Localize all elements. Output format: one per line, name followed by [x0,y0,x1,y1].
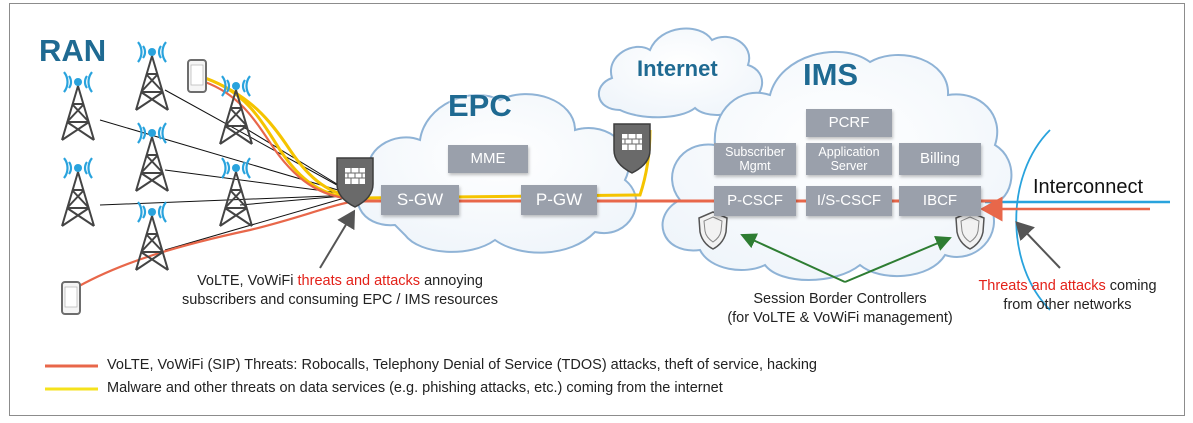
legend-item-threat: VoLTE, VoWiFi (SIP) Threats: Robocalls, … [107,357,817,373]
mme-node: MME [448,145,528,173]
internet-cloud [597,27,764,119]
cell-tower-icon [219,157,253,227]
malware-path [204,76,652,200]
pointer-arrow-left [319,209,356,269]
cell-tower-icon [61,71,95,141]
threat-path-upper [204,80,361,202]
ran-backhaul-lines [99,89,356,251]
left-caption-line2: subscribers and consuming EPC / IMS reso… [182,292,498,308]
sbc-caption: Session Border Controllers (for VoLTE & … [690,290,990,328]
right-caption: Threats and attacks coming from other ne… [960,277,1175,315]
firewall-shield-icon [336,157,374,208]
pgw-node: P-GW [521,185,597,215]
pointer-arrow-right [1015,221,1061,269]
ibcf-label: IBCF [922,192,958,209]
cell-tower-icon [219,75,253,145]
subscriber-mgmt-line1: Subscriber [725,145,785,159]
cell-tower-icon [135,41,169,111]
ran-label: RAN [39,33,107,68]
epc-label: EPC [448,88,512,123]
mobile-phone-icon [187,59,207,93]
iscscf-label: I/S-CSCF [816,192,882,209]
application-server-line2: Server [830,159,868,173]
interconnect-boundary [1015,129,1051,311]
subscriber-mgmt-node: Subscriber Mgmt [714,143,796,175]
pcrf-label: PCRF [828,114,870,131]
sbc-caption-line2: (for VoLTE & VoWiFi management) [727,310,953,326]
cell-tower-icon [135,201,169,271]
left-caption-post: annoying [420,273,483,289]
ibcf-node: IBCF [899,186,981,216]
pgw-label: P-GW [535,190,583,209]
threat-path-lower [71,198,361,291]
pcscf-node: P-CSCF [714,186,796,216]
sbc-shield-icon [955,211,985,250]
sgw-label: S-GW [396,190,444,209]
billing-label: Billing [919,150,961,167]
mme-label: MME [470,150,506,167]
sbc-shield-icon [698,211,728,250]
sbc-arrow-pcscf [740,233,846,283]
billing-node: Billing [899,143,981,175]
diagram-frame [9,3,1185,416]
left-caption-highlight: threats and attacks [297,273,421,289]
pcscf-label: P-CSCF [727,192,783,209]
sbc-caption-line1: Session Border Controllers [753,291,927,307]
iscscf-node: I/S-CSCF [806,186,892,216]
cell-towers [61,41,253,271]
ims-label: IMS [803,57,859,92]
application-server-node: Application Server [806,143,892,175]
application-server-line1: Application [818,145,880,159]
cell-tower-icon [61,157,95,227]
sgw-node: S-GW [381,185,459,215]
internet-label: Internet [637,56,718,81]
sbc-arrow-ibcf [844,236,952,283]
firewall-shield-icon [613,123,651,174]
right-caption-highlight: Threats and attacks [978,278,1106,294]
left-caption: VoLTE, VoWiFi threats and attacks annoyi… [150,272,530,310]
cell-tower-icon [135,122,169,192]
right-caption-post: coming [1105,278,1157,294]
right-caption-line2: from other networks [1003,297,1132,313]
subscriber-mgmt-line2: Mgmt [739,159,771,173]
legend-item-malware: Malware and other threats on data servic… [107,380,723,396]
left-caption-pre: VoLTE, VoWiFi [197,273,298,289]
interconnect-label: Interconnect [1033,176,1144,198]
pcrf-node: PCRF [806,109,892,137]
mobile-phone-icon [61,281,81,315]
